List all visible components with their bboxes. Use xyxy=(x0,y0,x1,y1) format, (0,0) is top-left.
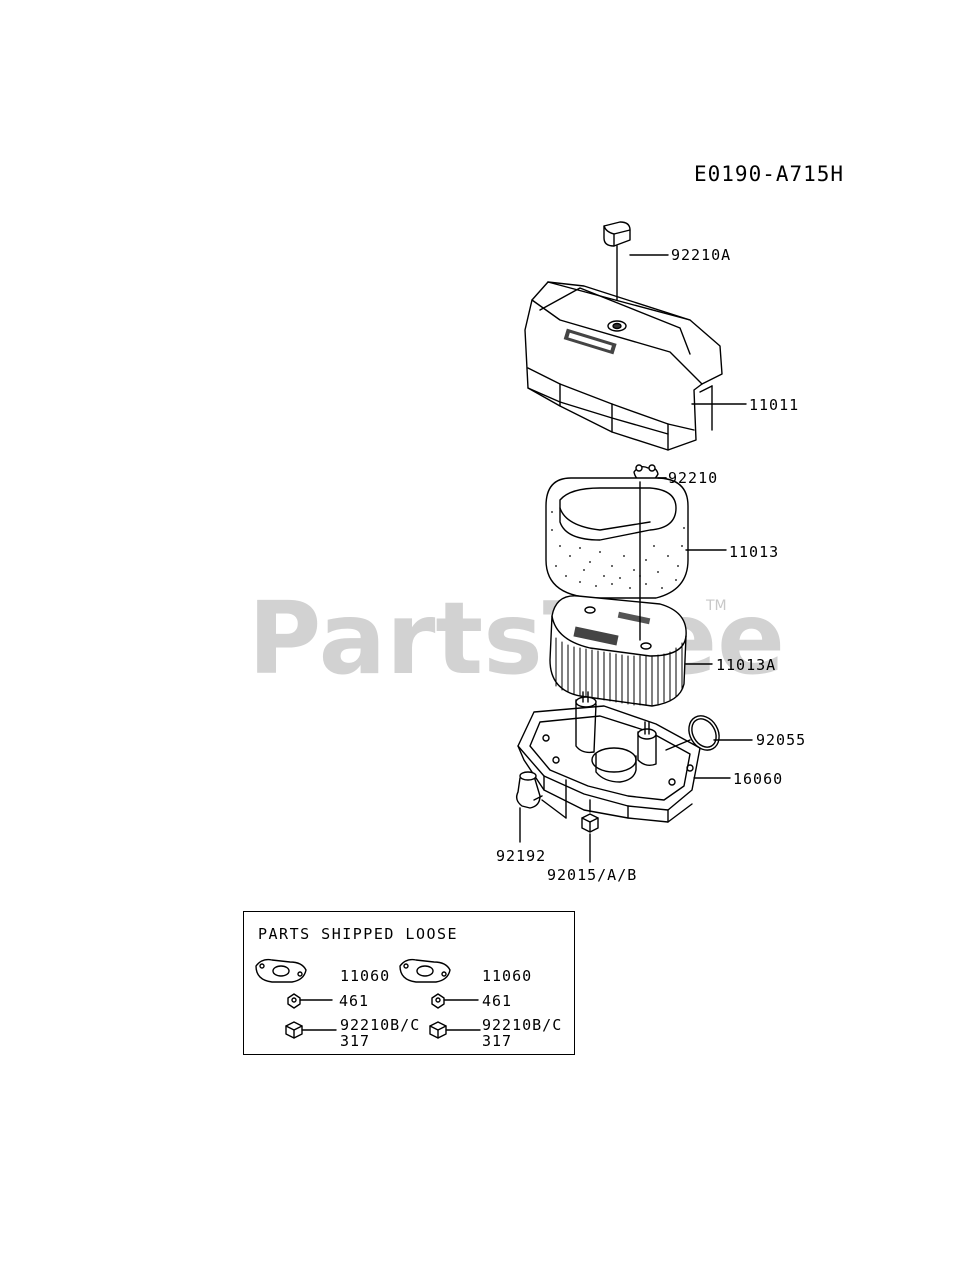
loose-parts-icons xyxy=(255,958,481,1039)
pre-cleaner-11013-drawing xyxy=(545,477,727,601)
loose-label-cap-nut-left-a: 92210B/C xyxy=(340,1016,421,1034)
air-cleaner-base-16060-drawing xyxy=(517,691,731,823)
breather-tube-92192-drawing xyxy=(515,771,567,843)
loose-label-cap-nut-left-b: 317 xyxy=(340,1032,371,1050)
loose-label-cap-nut-right-b: 317 xyxy=(482,1032,513,1050)
part-label-92192: 92192 xyxy=(496,847,547,865)
filter-element-11013A-drawing xyxy=(549,595,713,707)
air-cleaner-cover-11011-drawing xyxy=(524,281,747,451)
part-label-92210A: 92210A xyxy=(671,246,732,264)
loose-label-cap-nut-right: 92210B/C 317 xyxy=(482,1017,562,1049)
loose-label-gasket-right: 11060 xyxy=(482,967,533,985)
loose-label-cap-nut-right-a: 92210B/C xyxy=(482,1016,563,1034)
loose-label-cap-nut-left: 92210B/C 317 xyxy=(340,1017,420,1049)
part-label-92015-A-B: 92015/A/B xyxy=(547,866,638,884)
part-label-11013: 11013 xyxy=(729,543,780,561)
part-label-92210: 92210 xyxy=(668,469,719,487)
part-label-16060: 16060 xyxy=(733,770,784,788)
o-ring-92055-drawing xyxy=(665,715,753,751)
loose-label-gasket-left: 11060 xyxy=(340,967,391,985)
diagram-code: E0190-A715H xyxy=(694,162,845,186)
watermark-tm: TM xyxy=(706,598,727,614)
part-label-92055: 92055 xyxy=(756,731,807,749)
part-label-11013A: 11013A xyxy=(716,656,777,674)
parts-shipped-loose-box xyxy=(243,911,575,1055)
nut-92015-drawing xyxy=(581,799,599,863)
loose-label-nut-left: 461 xyxy=(339,992,370,1010)
watermark: PartsTree xyxy=(248,580,785,697)
loose-label-nut-right: 461 xyxy=(482,992,513,1010)
parts-shipped-loose-title: PARTS SHIPPED LOOSE xyxy=(258,925,459,943)
part-label-11011: 11011 xyxy=(749,396,800,414)
